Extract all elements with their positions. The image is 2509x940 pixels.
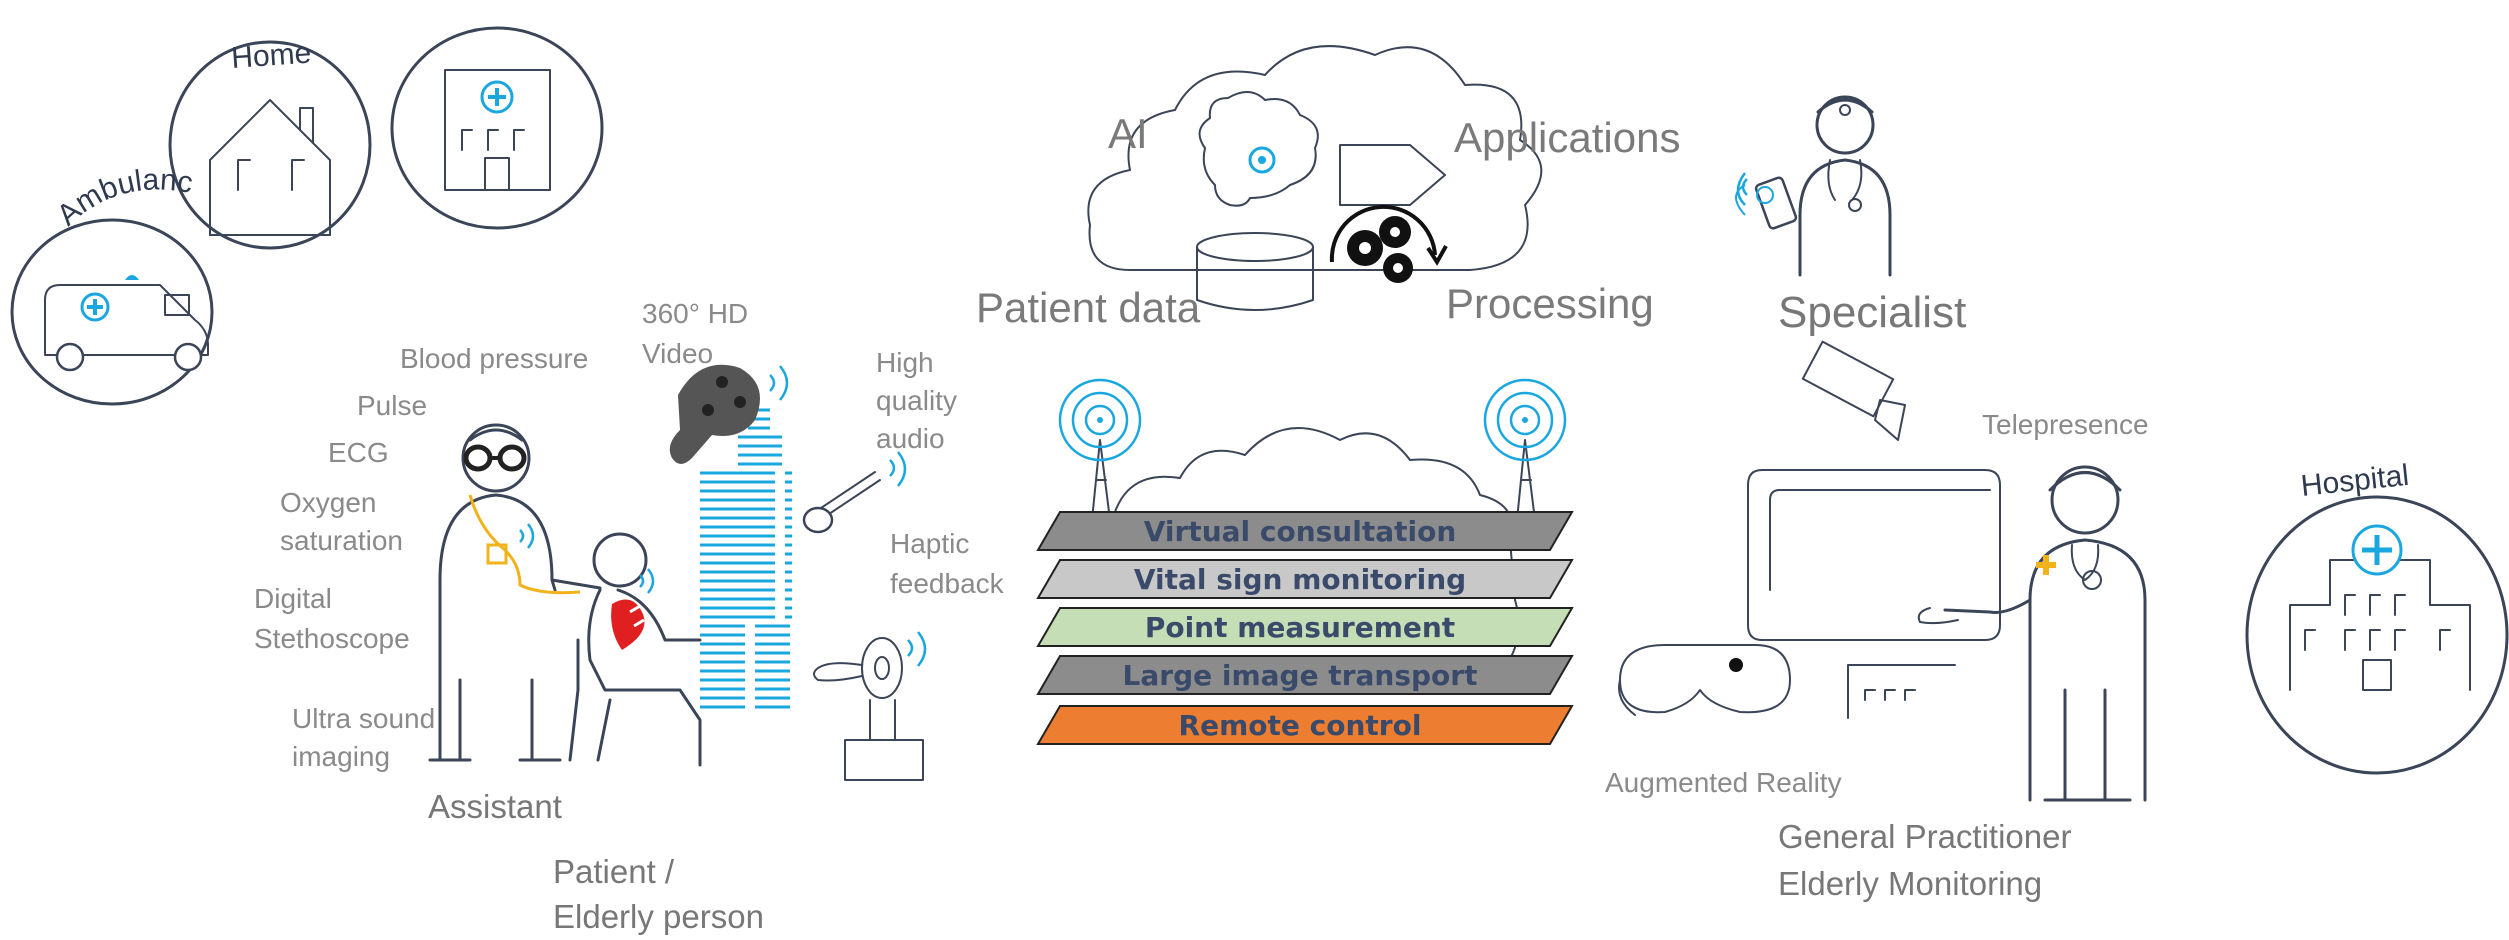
processing-gears-icon [1329,204,1448,283]
gp-label: Elderly Monitoring [1778,865,2042,902]
application-tag-icon [1339,144,1446,206]
service-band-label: Point measurement [1145,611,1455,644]
hologram-figure-icon [700,408,792,709]
house-icon [209,99,331,236]
processing-label: Processing [1446,280,1654,327]
measurement-label: Blood pressure [400,343,588,374]
telepresence-screen-icon [1747,469,2001,641]
haptic-label: feedback [890,568,1005,599]
ar-label: Augmented Reality [1605,767,1842,798]
antenna-right-icon [1483,378,1567,521]
services-cloud: AI Applications Patient data Processing [976,45,1680,331]
ambulance-icon [44,275,209,372]
haptic-device-icon [813,631,927,781]
home-circle [168,40,372,250]
service-band-label: Virtual consultation [1144,515,1457,548]
service-band-label: Large image transport [1123,659,1478,692]
ambulance-label: Ambulance [0,0,204,264]
ambulance-circle [10,218,214,406]
service-band [1036,607,1574,647]
applications-label: Applications [1454,114,1680,161]
audio-label: quality [876,385,957,416]
audio-label: High [876,347,934,378]
database-icon [1196,232,1314,311]
building-small-icon [1847,664,1956,719]
patient-data-label: Patient data [976,284,1201,331]
video-label: Video [642,338,713,369]
clinic-label: Clinic / Hospital [0,99,9,137]
home-place: Home [168,36,372,250]
assistant-label: Assistant [428,788,562,825]
patient-figure-icon [568,532,702,767]
video-camera-icon [1801,340,1906,441]
measurement-label: ECG [328,437,389,468]
service-band [1036,705,1574,745]
specialist-figure-icon [1735,95,1892,277]
measurement-labels: Blood pressure Pulse ECG Oxygen saturati… [254,343,588,772]
clinic-building-icon [444,69,551,191]
measurement-label: Oxygen [280,487,377,518]
service-band [1036,559,1574,599]
patient-label: Elderly person [553,898,764,935]
measurement-label: Ultra sound [292,703,435,734]
specialist-label: Specialist [1778,288,1966,337]
service-band [1036,655,1574,695]
hospital-circle [2245,495,2509,775]
hospital-place: Hospital [2245,459,2509,775]
ai-label: AI [1108,110,1148,157]
brain-gear-icon [1198,91,1319,207]
home-label: Home [230,36,312,75]
360-camera-icon [669,364,789,464]
haptic-label: Haptic [890,528,969,559]
clinic-circle [390,26,604,230]
assistant-figure-icon [428,423,602,762]
audio-label: audio [876,423,945,454]
service-band [1036,511,1574,551]
microphone-icon [802,451,907,534]
gp-figure-icon [1917,465,2147,802]
hospital-label: Hospital [2299,459,2410,503]
measurement-label: saturation [280,525,403,556]
antenna-left-icon [1058,378,1142,521]
measurement-label: Pulse [357,390,427,421]
service-band-label: Remote control [1179,709,1422,742]
ambulance-place: Ambulance [0,0,214,406]
service-band-label: Vital sign monitoring [1134,563,1466,596]
patient-label: Patient / [553,853,675,890]
video-label: 360° HD [642,298,748,329]
ar-goggles-icon [1618,644,1791,716]
measurement-label: imaging [292,741,390,772]
measurement-label: Stethoscope [254,623,410,654]
gp-label: General Practitioner [1778,818,2071,855]
telepresence-label: Telepresence [1982,409,2149,440]
hospital-building-icon [2289,524,2471,691]
measurement-label: Digital [254,583,332,614]
